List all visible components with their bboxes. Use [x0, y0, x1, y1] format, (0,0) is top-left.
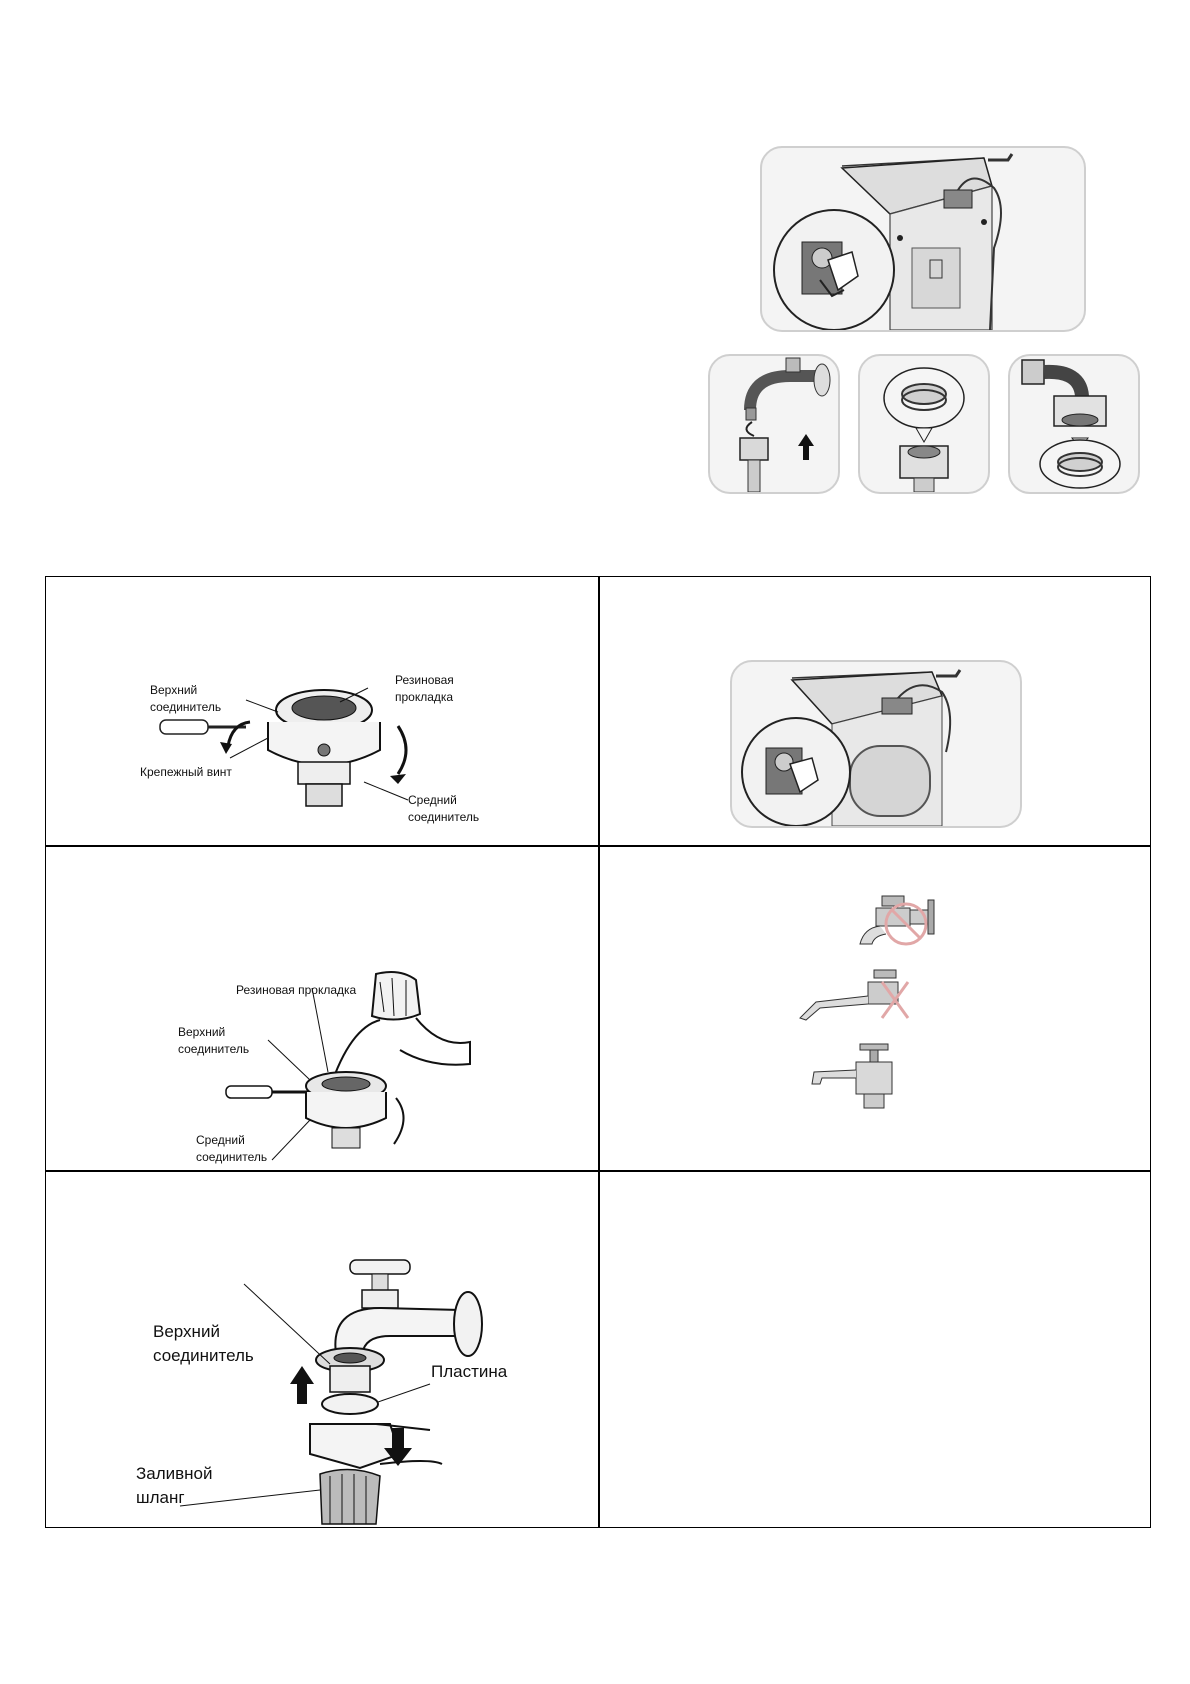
- label-middle-connector-1: Средний соединитель: [408, 792, 479, 826]
- washer-inlet-figure: [730, 660, 1022, 828]
- label-plate: Пластина: [431, 1360, 507, 1384]
- step-3-figure: [1008, 354, 1140, 494]
- table-row-divider-2: [45, 1170, 1151, 1172]
- table-column-divider: [598, 576, 600, 1528]
- table-row-divider-1: [45, 845, 1151, 847]
- tap-screw-hose-icon: [710, 356, 838, 492]
- washer-back-figure: [760, 146, 1086, 332]
- washer-water-inlet-icon: [732, 662, 1020, 826]
- label-upper-connector-3: Верхний соединитель: [153, 1320, 254, 1368]
- label-rubber-gasket-1: Резиновая прокладка: [395, 672, 454, 706]
- hose-elbow-washer-icon: [1010, 356, 1138, 492]
- label-rubber-gasket-2: Резиновая прокладка: [236, 982, 356, 999]
- label-upper-connector-1: Верхний соединитель: [150, 682, 221, 716]
- label-upper-connector-2: Верхний соединитель: [178, 1024, 249, 1058]
- label-fixing-screw: Крепежный винт: [140, 764, 232, 781]
- label-inlet-hose: Заливной шланг: [136, 1462, 213, 1510]
- rubber-washer-insert-icon: [860, 356, 988, 492]
- long-spout-tap-crossed-icon: [796, 970, 926, 1030]
- label-middle-connector-2: Средний соединитель: [196, 1132, 267, 1166]
- square-tap-ok-icon: [808, 1044, 908, 1114]
- step-1-figure: [708, 354, 840, 494]
- step-2-figure: [858, 354, 990, 494]
- washer-water-inlet-icon: [762, 148, 1084, 330]
- tap-crossed-icon: [850, 896, 940, 956]
